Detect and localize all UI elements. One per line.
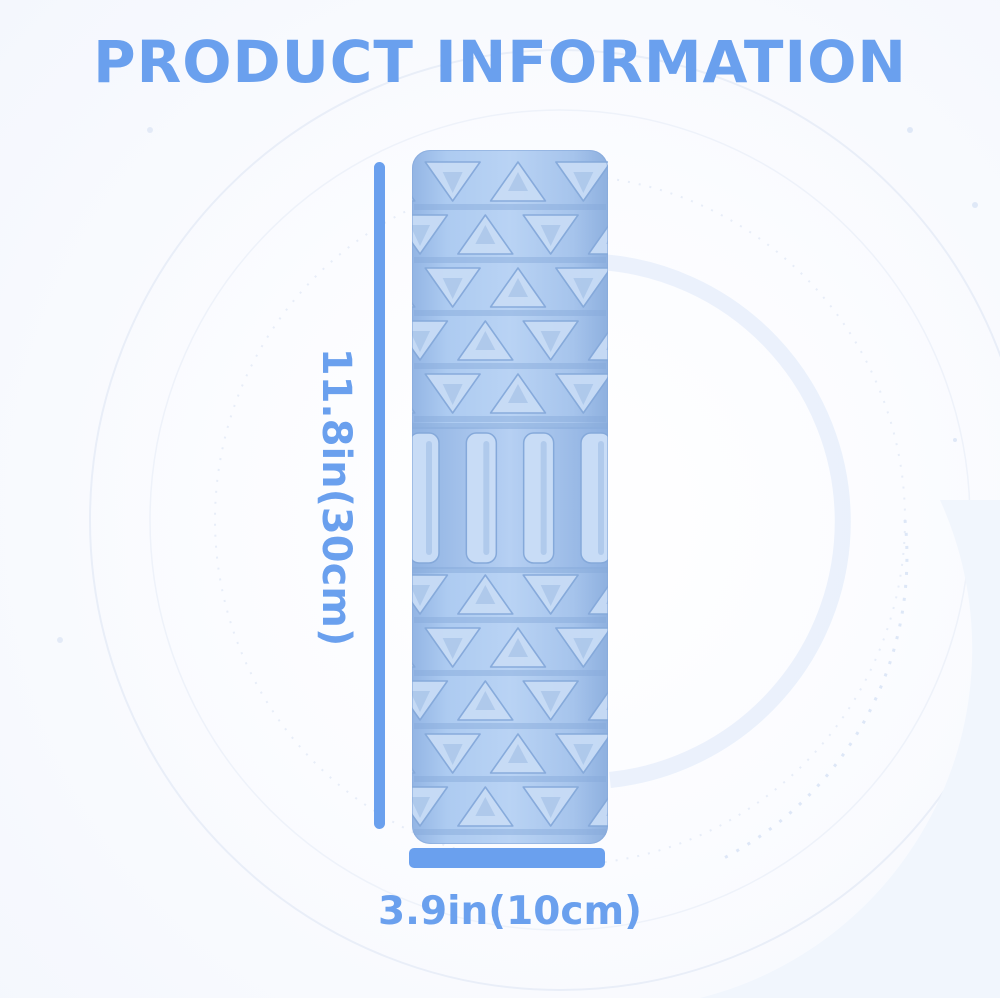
roller-triangle-stud — [457, 680, 514, 721]
roller-triangle-shade — [540, 691, 561, 712]
roller-triangle-shade — [475, 585, 496, 604]
roller-ridge-shade — [598, 441, 604, 555]
roller-ring-groove — [414, 670, 606, 676]
roller-triangle-stud — [457, 786, 514, 827]
roller-triangle-stud — [489, 267, 547, 308]
roller-triangle-shade — [475, 225, 496, 244]
roller-ring-groove — [414, 363, 606, 369]
page-title: PRODUCT INFORMATION — [93, 28, 907, 96]
roller-triangle-stud — [457, 214, 514, 255]
roller-triangle-stud — [587, 330, 608, 361]
height-dimension-bar — [374, 162, 385, 829]
roller-triangle-stud — [412, 786, 449, 827]
roller-ridge-shade — [426, 441, 432, 555]
roller-triangle-stud — [424, 373, 481, 414]
roller-triangle-shade — [508, 384, 528, 403]
roller-triangle-shade — [508, 172, 528, 191]
roller-triangle-shade — [442, 638, 463, 659]
roller-triangle-shade — [475, 691, 496, 710]
roller-triangle-shade — [442, 278, 463, 299]
roller-ridge-shade — [540, 441, 547, 555]
roller-triangle-stud — [412, 574, 449, 615]
roller-triangle-stud — [555, 161, 608, 202]
roller-triangle-stud — [412, 680, 449, 721]
roller-triangle-shade — [573, 638, 594, 659]
roller-triangle-shade — [508, 278, 528, 297]
foam-roller-image — [412, 150, 608, 844]
roller-triangle-shade — [573, 744, 594, 765]
roller-ridge — [465, 432, 498, 564]
roller-triangle-stud — [457, 320, 514, 361]
roller-triangle-shade — [442, 384, 463, 405]
roller-triangle-stud — [489, 373, 547, 414]
roller-triangle-stud — [522, 214, 579, 255]
roller-triangle-stud — [412, 320, 449, 361]
roller-triangle-shade — [508, 744, 528, 763]
roller-ring-groove — [414, 723, 606, 729]
roller-triangle-stud — [489, 161, 547, 202]
roller-triangle-stud — [587, 224, 608, 255]
roller-mid-bottom-edge — [412, 567, 608, 573]
roller-triangle-stud — [457, 574, 514, 615]
roller-mid-section — [412, 427, 608, 569]
width-dimension-label: 3.9in(10cm) — [378, 889, 642, 934]
roller-triangle-shade — [475, 331, 496, 350]
roller-triangle-shade — [475, 797, 496, 816]
roller-ring-groove — [414, 257, 606, 263]
roller-triangle-stud — [555, 627, 608, 668]
roller-ring-groove — [414, 617, 606, 623]
roller-outline — [412, 150, 608, 844]
roller-triangle-shade — [412, 331, 430, 352]
roller-triangle-stud — [555, 373, 608, 414]
roller-triangle-stud — [424, 267, 481, 308]
roller-ridge — [412, 432, 440, 564]
roller-triangle-stud — [412, 214, 449, 255]
roller-triangle-shade — [540, 585, 561, 606]
roller-triangle-stud — [587, 796, 608, 827]
roller-triangle-stud — [587, 690, 608, 721]
height-dimension-text: 11.8in(30cm) — [313, 347, 359, 647]
roller-triangle-shade — [442, 744, 463, 765]
roller-triangle-shade — [442, 172, 463, 193]
roller-triangle-stud — [555, 733, 608, 774]
roller-triangle-stud — [522, 786, 579, 827]
roller-triangle-stud — [489, 627, 547, 668]
roller-ridge-shade — [483, 441, 490, 555]
roller-ridge — [522, 432, 555, 564]
width-dimension-bar — [409, 848, 605, 868]
roller-triangle-shade — [573, 172, 594, 193]
roller-ring-groove — [414, 416, 606, 422]
roller-triangle-shade — [573, 384, 594, 405]
roller-ring-groove — [414, 204, 606, 210]
roller-triangle-stud — [587, 584, 608, 615]
roller-triangle-shade — [573, 278, 594, 299]
roller-triangle-stud — [424, 161, 481, 202]
roller-ring-groove — [414, 776, 606, 782]
roller-triangle-shade — [540, 331, 561, 352]
roller-ring-groove — [414, 829, 606, 835]
roller-triangle-stud — [522, 574, 579, 615]
roller-triangle-stud — [522, 320, 579, 361]
roller-triangle-stud — [424, 733, 481, 774]
roller-triangle-shade — [412, 585, 430, 606]
roller-triangle-shade — [540, 797, 561, 818]
roller-triangle-stud — [522, 680, 579, 721]
roller-ridge — [580, 432, 608, 564]
roller-triangle-shade — [508, 638, 528, 657]
roller-triangle-shade — [412, 691, 430, 712]
roller-triangle-shade — [412, 225, 430, 246]
roller-triangle-shade — [540, 225, 561, 246]
roller-mid-top-edge — [412, 423, 608, 429]
roller-triangle-stud — [555, 267, 608, 308]
roller-triangle-stud — [424, 627, 481, 668]
roller-triangle-shade — [412, 797, 430, 818]
roller-triangle-stud — [489, 733, 547, 774]
roller-ring-groove — [414, 310, 606, 316]
